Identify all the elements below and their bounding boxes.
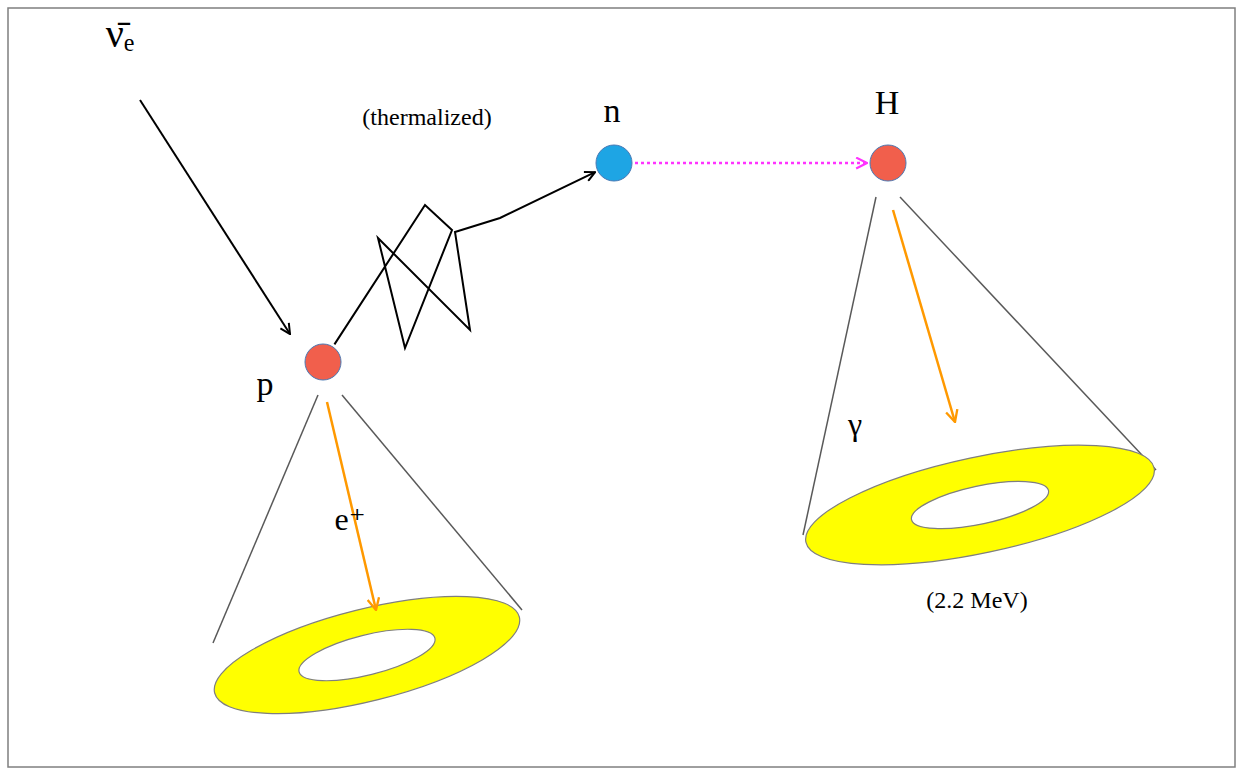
- gamma-cone: [796, 197, 1164, 589]
- capture-arrow: [635, 162, 867, 165]
- particle-circle: [304, 343, 342, 381]
- particle-node: n: [595, 144, 633, 182]
- particle-circle: [595, 144, 633, 182]
- particle-node: H: [869, 144, 907, 182]
- particle-dot: [870, 145, 906, 181]
- particle-name: p: [257, 365, 274, 402]
- particle-name: H: [875, 84, 900, 121]
- neutrino-arrow: [140, 100, 290, 334]
- annotation-label: (2.2 MeV): [926, 587, 1027, 613]
- frame: [8, 8, 1235, 767]
- annotation-label: γ: [848, 407, 862, 442]
- neutron-path: [334, 172, 595, 348]
- particle-dot: [305, 344, 341, 380]
- particle-dot: [596, 145, 632, 181]
- annotation-label: ν̄ₑ: [106, 12, 134, 56]
- particle-circle: [869, 144, 907, 182]
- annotation-label: e⁺: [334, 502, 365, 537]
- annotation-label: (thermalized): [362, 104, 491, 130]
- positron-cone: [204, 395, 531, 738]
- particle-name: n: [604, 92, 621, 129]
- particle-node: p: [304, 343, 342, 381]
